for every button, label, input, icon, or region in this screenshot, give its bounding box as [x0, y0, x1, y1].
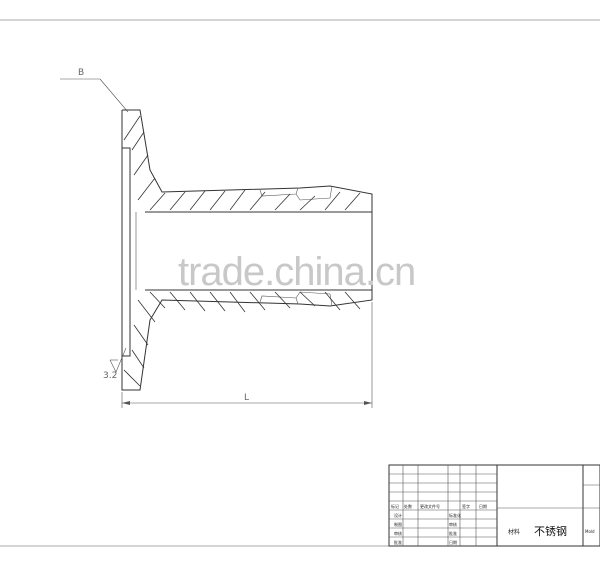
- tb-row-label-1: 处数: [404, 503, 412, 509]
- tb-person-3: 批准: [394, 539, 402, 545]
- tb-row-label-0: 标记: [391, 503, 399, 509]
- tb-person-2: 审核: [394, 530, 402, 536]
- tb-row-label-4: 日期: [479, 503, 487, 509]
- tb-person-1: 制图: [394, 521, 402, 527]
- leader-label: B: [78, 68, 84, 78]
- tb-row-label-2: 更改文件号: [420, 503, 440, 509]
- tb-person-0: 设计: [394, 512, 402, 518]
- tb-sign-0: 标准化: [449, 512, 461, 518]
- partial-text: Mold: [585, 529, 595, 534]
- tb-sign-3: 日期: [449, 539, 457, 545]
- tb-row-label-3: 签字: [462, 503, 470, 509]
- material-value: 不锈钢: [534, 525, 567, 538]
- length-dimension: L: [121, 302, 373, 408]
- roughness-label: 3.2: [103, 371, 117, 381]
- tb-sign-2: 批准: [449, 530, 457, 536]
- roughness-symbol: 3.2: [103, 347, 127, 381]
- material-label: 材料: [508, 528, 520, 536]
- watermark: trade.china.cn: [178, 250, 415, 294]
- part-section: [121, 109, 373, 391]
- title-block: 标记 处数 更改文件号 签字 日期 设计 制图 审核 批准 标准化 审核 批准 …: [388, 464, 600, 547]
- leader-callout: B: [60, 68, 129, 113]
- tb-sign-1: 审核: [449, 521, 457, 527]
- dimension-label: L: [244, 393, 249, 403]
